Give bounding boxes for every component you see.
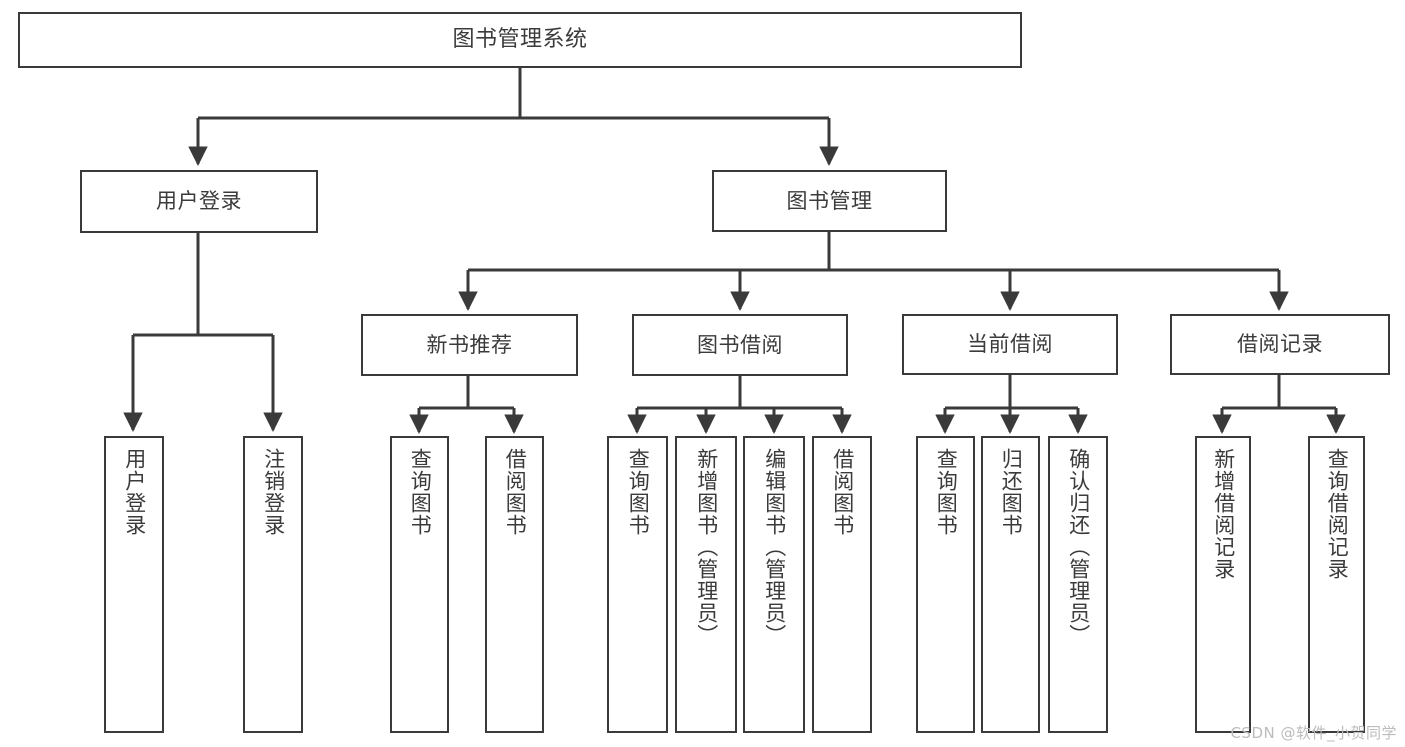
node-label: 确认归还（管理员）	[1066, 448, 1091, 646]
node-label: 新增图书（管理员）	[694, 448, 719, 646]
leaf-recommend-query-book[interactable]: 查询图书	[390, 436, 449, 733]
node-new-book-recommend[interactable]: 新书推荐	[361, 314, 578, 376]
node-label: 图书管理	[786, 188, 873, 213]
leaf-borrow-query-book[interactable]: 查询图书	[607, 436, 668, 733]
node-label: 借阅图书	[830, 448, 855, 536]
leaf-current-confirm-return-admin[interactable]: 确认归还（管理员）	[1048, 436, 1108, 733]
leaf-record-add-record[interactable]: 新增借阅记录	[1195, 436, 1251, 733]
node-book-management[interactable]: 图书管理	[712, 170, 947, 232]
leaf-borrow-borrow-book[interactable]: 借阅图书	[812, 436, 872, 733]
leaf-user-login-login[interactable]: 用户登录	[104, 436, 164, 733]
node-label: 当前借阅	[967, 332, 1053, 357]
leaf-record-query-record[interactable]: 查询借阅记录	[1308, 436, 1365, 733]
node-label: 注销登录	[261, 448, 286, 536]
node-label: 归还图书	[999, 448, 1024, 536]
leaf-borrow-edit-book-admin[interactable]: 编辑图书（管理员）	[743, 436, 805, 733]
leaf-current-query-book[interactable]: 查询图书	[916, 436, 975, 733]
leaf-borrow-add-book-admin[interactable]: 新增图书（管理员）	[675, 436, 737, 733]
node-label: 查询图书	[408, 448, 433, 536]
leaf-user-login-logout[interactable]: 注销登录	[243, 436, 303, 733]
node-user-login[interactable]: 用户登录	[80, 170, 318, 233]
leaf-current-return-book[interactable]: 归还图书	[981, 436, 1040, 733]
node-label: 图书借阅	[697, 332, 783, 357]
node-borrow-record[interactable]: 借阅记录	[1170, 314, 1390, 375]
csdn-watermark: CSDN @软件_小贺同学	[1230, 724, 1397, 742]
node-label: 图书管理系统	[452, 27, 588, 53]
node-label: 借阅图书	[503, 448, 528, 536]
node-label: 查询图书	[934, 448, 959, 536]
node-root-system[interactable]: 图书管理系统	[18, 12, 1022, 68]
node-label: 编辑图书（管理员）	[762, 448, 787, 646]
node-label: 用户登录	[156, 189, 242, 214]
node-label: 查询借阅记录	[1325, 448, 1350, 580]
node-label: 用户登录	[122, 448, 147, 536]
node-label: 新书推荐	[426, 332, 513, 357]
node-label: 查询图书	[626, 448, 651, 536]
node-label: 借阅记录	[1237, 332, 1323, 357]
node-label: 新增借阅记录	[1211, 448, 1236, 580]
leaf-recommend-borrow-book[interactable]: 借阅图书	[485, 436, 544, 733]
node-current-borrow[interactable]: 当前借阅	[902, 314, 1118, 375]
node-book-borrow[interactable]: 图书借阅	[632, 314, 848, 376]
